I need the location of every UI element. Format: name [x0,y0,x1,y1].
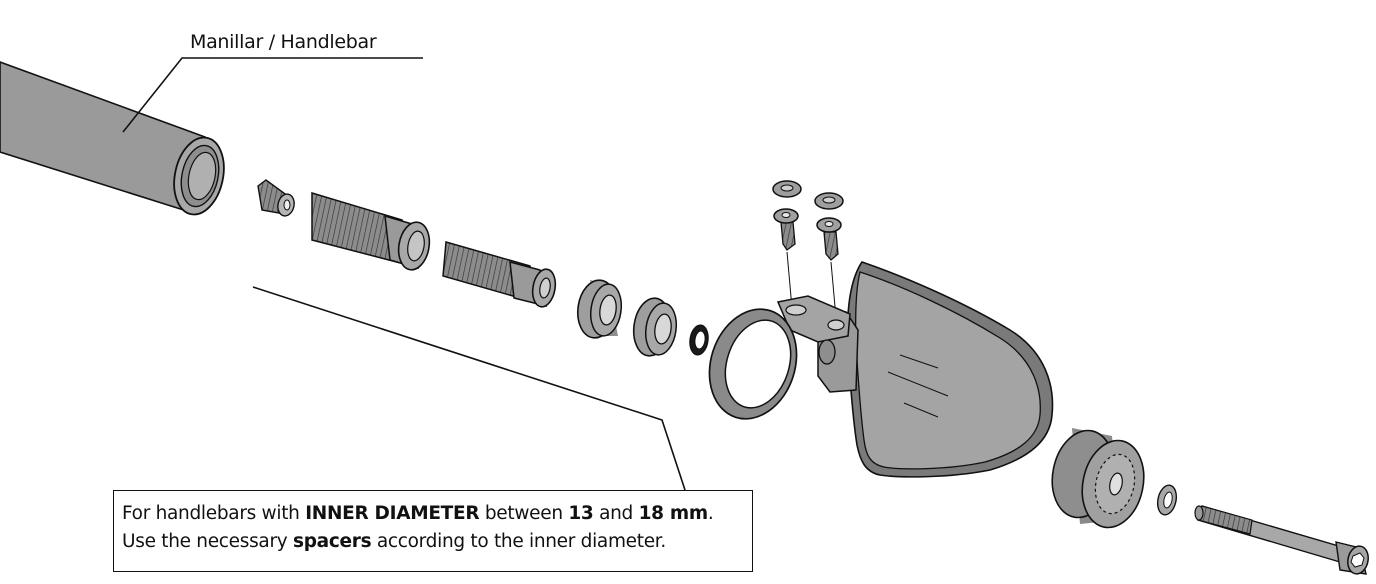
clamp-screw-left [773,208,799,309]
note-leader-line [252,286,686,491]
handlebar-tube [0,61,225,216]
note-bold-inner-diameter: INNER DIAMETER [305,503,480,524]
note-bold-min-diameter: 13 [568,503,594,524]
note-text: between [479,503,569,524]
top-washer-right [814,192,844,210]
end-washer [1156,484,1178,516]
note-line-1: For handlebars with INNER DIAMETER betwe… [122,500,752,528]
diameter-note-box: For handlebars with INNER DIAMETER betwe… [113,490,753,572]
note-bold-max-diameter: 18 mm [638,503,709,524]
mirror-housing [846,261,1054,478]
top-washer-left [772,180,802,198]
note-text: For handlebars with [122,503,306,524]
handlebar-leader-line [122,57,423,133]
o-ring [689,324,709,356]
note-line-2: Use the necessary spacers according to t… [122,528,752,556]
cone-nut [257,179,295,217]
note-text: Use the necessary [122,531,293,552]
bar-end-weight [1051,428,1145,529]
note-bold-spacers: spacers [293,531,372,552]
handlebar-label: Manillar / Handlebar [190,31,377,53]
note-text: according to the inner diameter. [371,531,666,552]
note-text: . [707,503,714,524]
long-bolt [1194,505,1369,575]
expander-sleeve-large [311,191,431,271]
expander-sleeve-small [442,241,557,308]
note-text: and [593,503,639,524]
spacer-ring-1 [576,279,623,339]
clamp-bracket [708,295,859,420]
spacer-ring-2 [632,297,678,357]
